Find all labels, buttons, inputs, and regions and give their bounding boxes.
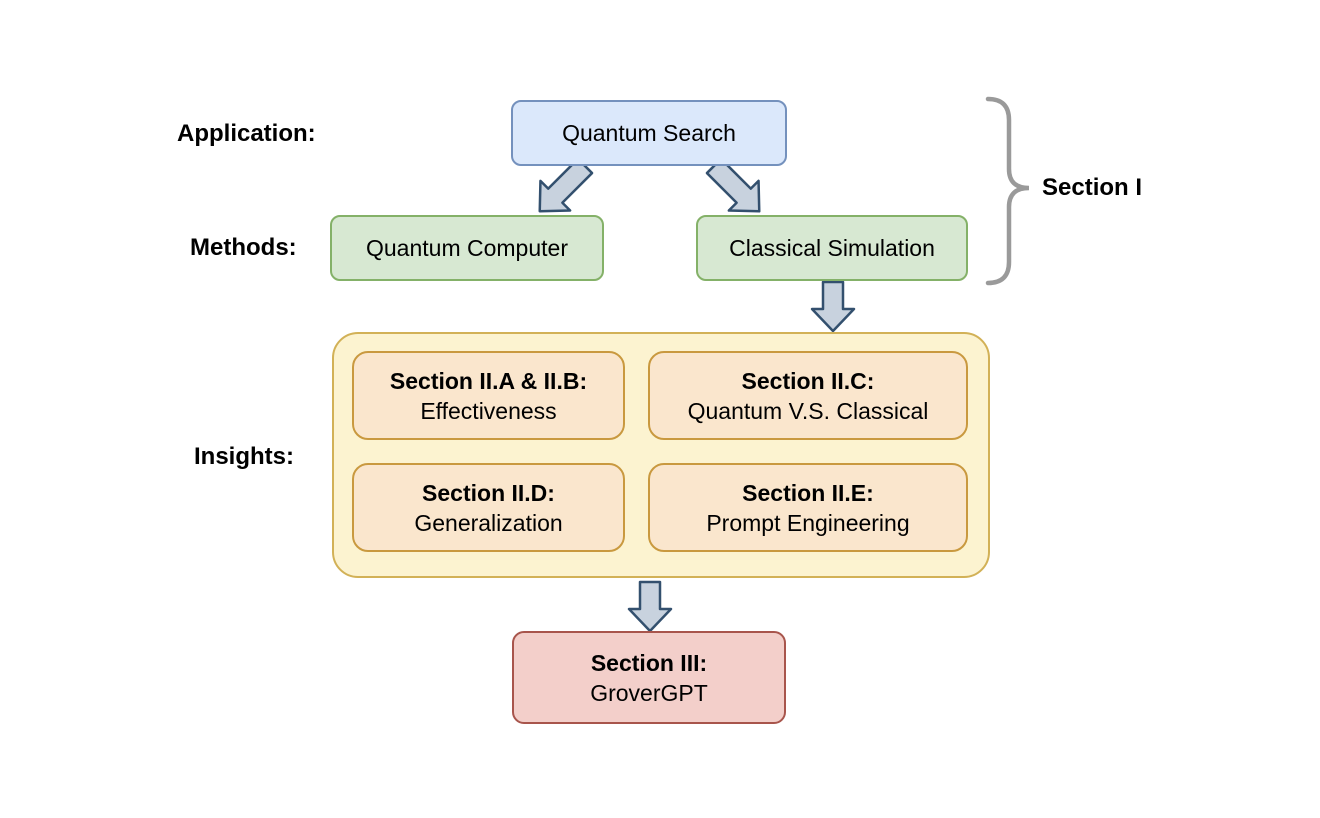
node-insight-effectiveness-title: Section II.A & II.B: [389,367,588,394]
node-insight-generalization-subtitle: Generalization [414,509,563,536]
node-insight-generalization-title: Section II.D: [422,479,555,506]
node-insight-quantum-vs-classical-subtitle: Quantum V.S. Classical [687,397,929,424]
node-insight-quantum-vs-classical-title: Section II.C: [741,367,875,394]
arrow-simulation-to-insights-icon [810,280,856,333]
application-row-label: Application: [177,120,316,147]
node-quantum-computer-label: Quantum Computer [366,235,568,261]
node-grovergpt: Section III: GroverGPT [512,631,786,724]
node-insight-prompt-engineering-title: Section II.E: [742,479,874,506]
node-grovergpt-title: Section III: [590,649,708,676]
node-insight-prompt-engineering-subtitle: Prompt Engineering [706,509,910,536]
node-quantum-search-label: Quantum Search [562,120,736,146]
node-insight-effectiveness: Section II.A & II.B: Effectiveness [352,351,625,440]
node-insight-generalization: Section II.D: Generalization [352,463,625,552]
section-1-label: Section I [1042,174,1143,201]
node-quantum-computer: Quantum Computer [330,215,604,281]
arrow-insights-to-grovergpt-icon [627,580,673,633]
insights-row-label: Insights: [194,443,294,470]
node-classical-simulation-label: Classical Simulation [729,235,935,261]
node-grovergpt-subtitle: GroverGPT [590,679,708,706]
node-classical-simulation: Classical Simulation [696,215,968,281]
methods-row-label: Methods: [190,234,297,261]
node-quantum-search: Quantum Search [511,100,787,166]
node-insight-quantum-vs-classical: Section II.C: Quantum V.S. Classical [648,351,968,440]
section-1-brace-icon [985,96,1030,286]
node-insight-effectiveness-subtitle: Effectiveness [420,397,557,424]
node-insight-prompt-engineering: Section II.E: Prompt Engineering [648,463,968,552]
